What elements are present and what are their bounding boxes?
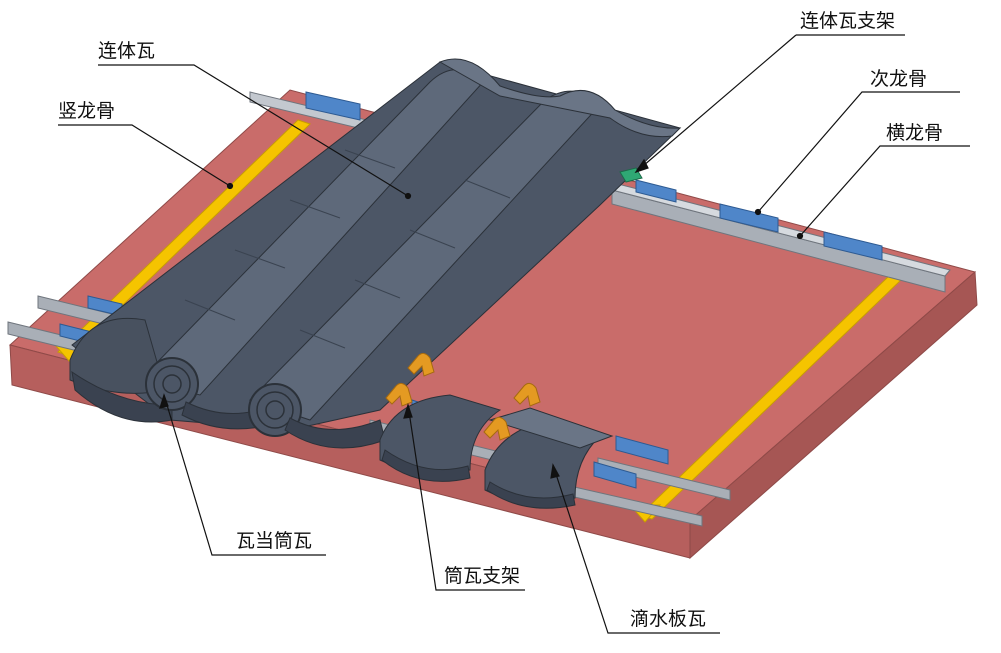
label-cylinder-tile-bracket: 筒瓦支架 xyxy=(444,565,521,587)
cylinder-tile-brackets xyxy=(385,352,541,441)
label-secondary-keel: 次龙骨 xyxy=(870,68,928,90)
label-continuous-tile-bracket: 连体瓦支架 xyxy=(800,10,896,32)
label-eave-tile-cylinder: 瓦当筒瓦 xyxy=(236,530,313,552)
label-horizontal-keel: 横龙骨 xyxy=(886,122,944,144)
label-drip-board-tile: 滴水板瓦 xyxy=(630,608,707,630)
eave-tile-ends xyxy=(69,317,386,449)
label-vertical-keel: 竖龙骨 xyxy=(58,100,116,122)
label-continuous-tile: 连体瓦 xyxy=(98,40,156,62)
leader-lines xyxy=(58,34,970,634)
continuous-tile xyxy=(71,58,682,431)
